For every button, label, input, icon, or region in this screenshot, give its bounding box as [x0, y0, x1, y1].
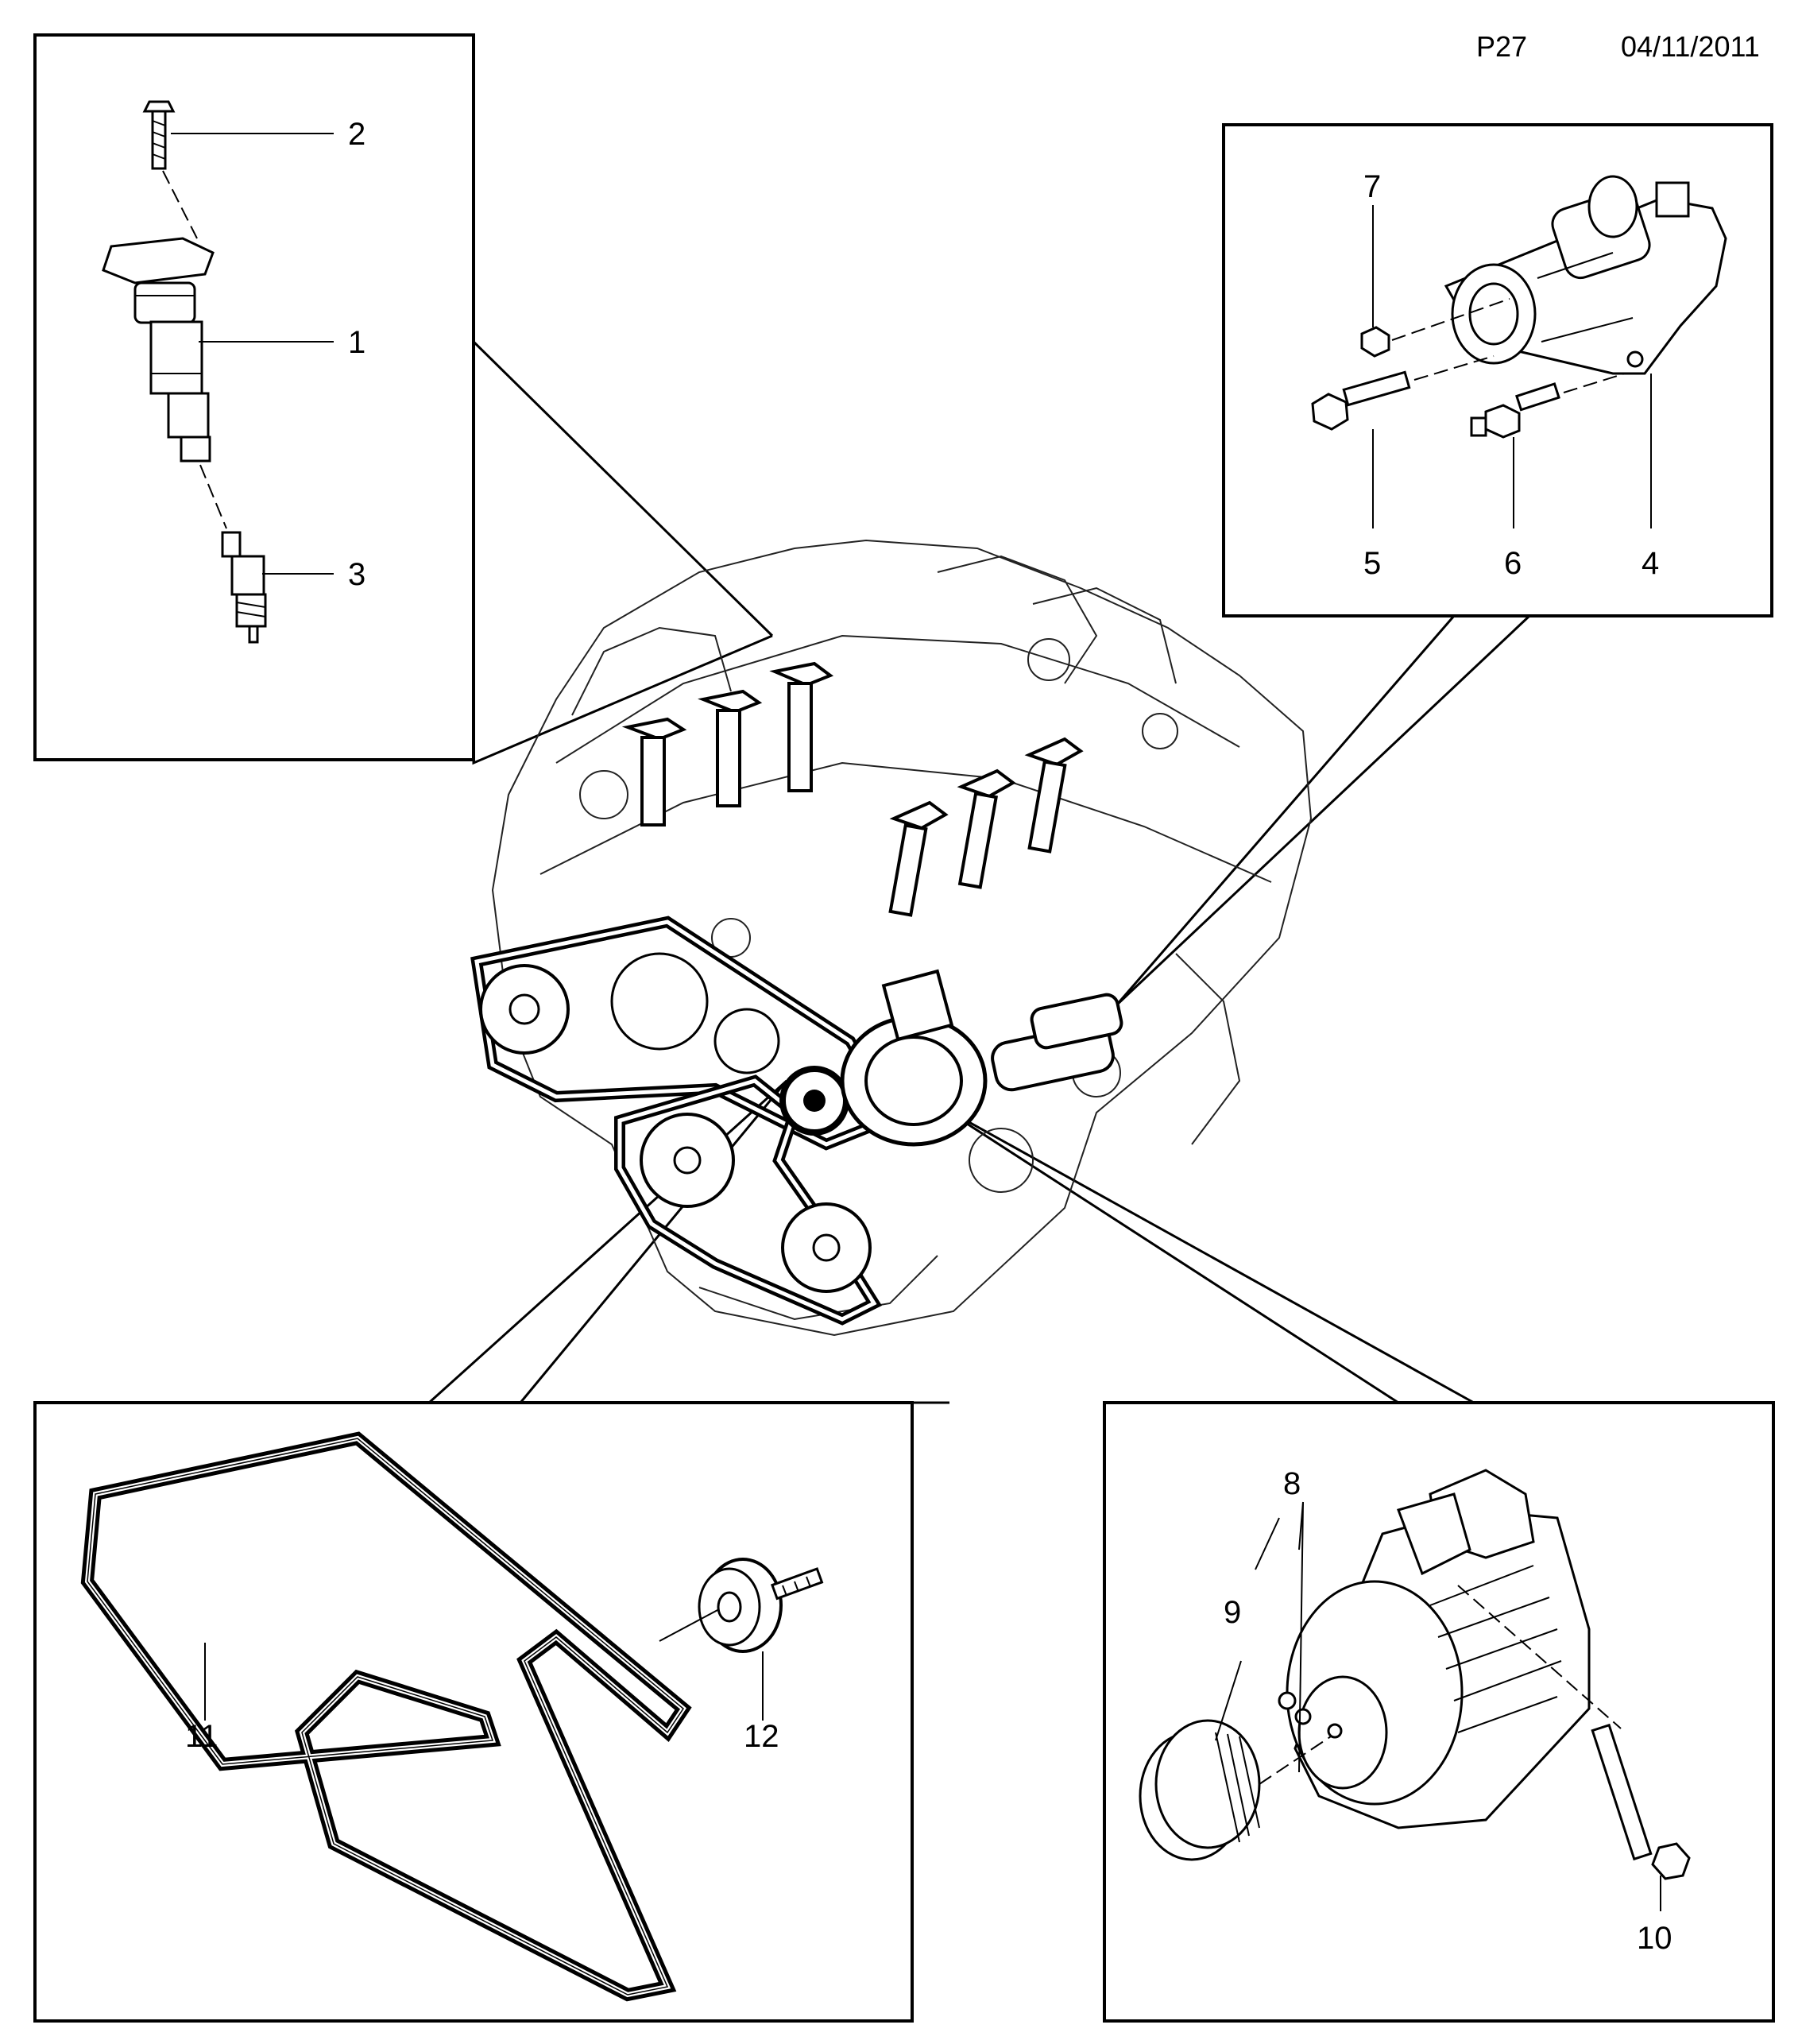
callout-4: 4	[1642, 546, 1659, 581]
belt-panel-right-connector	[519, 1080, 788, 1403]
coil-bolt-icon	[142, 100, 176, 170]
drive-belt-kit	[80, 1431, 824, 2002]
engine-coil-icon	[621, 661, 1084, 917]
callout-7: 7	[1363, 169, 1381, 204]
starter-panel-right-connector	[1115, 614, 1531, 1007]
callout-9: 9	[1224, 1595, 1241, 1630]
callout-5: 5	[1363, 546, 1381, 581]
alternator-panel-right-connector	[937, 1103, 1475, 1404]
callout-6: 6	[1504, 546, 1522, 581]
starter-bolt-icon	[1311, 370, 1411, 431]
nut-icon	[1360, 326, 1390, 358]
engine-illustration	[470, 539, 1313, 1337]
idler-pulley-icon	[698, 1558, 824, 1653]
alternator-icon	[1278, 1469, 1591, 1829]
page-date: 04/11/2011	[1621, 30, 1760, 63]
page-reference: P27	[1476, 30, 1528, 63]
spark-plug-icon	[221, 531, 267, 644]
ignition-panel-frame	[33, 33, 475, 761]
drive-belt-icon	[80, 1431, 692, 2002]
engine-starter-icon	[991, 993, 1123, 1092]
callout-2: 2	[348, 117, 365, 152]
engine-alternator-icon	[840, 969, 988, 1147]
callout-10: 10	[1637, 1921, 1672, 1956]
ignition-coil-icon	[102, 237, 215, 463]
starter-motor-icon	[1444, 175, 1727, 375]
alternator-bolt-icon	[1591, 1723, 1691, 1880]
callout-1: 1	[348, 325, 365, 360]
starter-panel-left-connector	[1115, 615, 1456, 1006]
callout-11: 11	[185, 1719, 218, 1754]
ignition-panel-top-connector	[472, 38, 774, 637]
ignition-coil-assembly	[102, 100, 334, 644]
starter-assembly	[1311, 175, 1727, 528]
alternator-panel-left-connector	[937, 1103, 1399, 1404]
callout-12: 12	[744, 1719, 779, 1754]
stud-bolt-icon	[1470, 382, 1560, 439]
alternator-assembly	[1139, 1469, 1691, 1911]
callout-3: 3	[348, 557, 365, 592]
callout-8: 8	[1283, 1466, 1301, 1501]
